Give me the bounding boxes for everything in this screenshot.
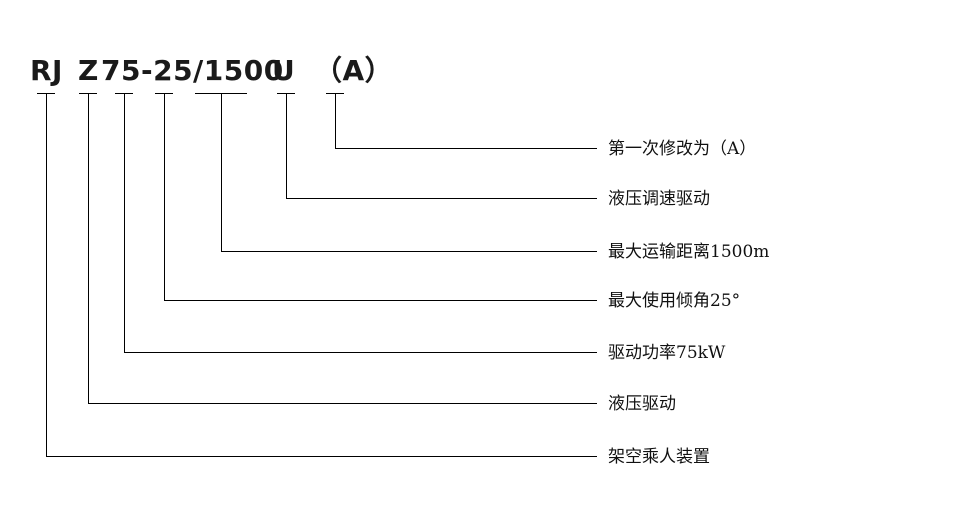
vertical-line	[46, 93, 48, 457]
model-code-segment: U	[272, 54, 296, 87]
connector-line	[46, 456, 597, 458]
connector-line	[124, 352, 597, 354]
connector-line	[221, 251, 597, 253]
model-code-segment: 75-25/1500	[101, 54, 284, 87]
model-code-segment: RJ	[30, 54, 63, 87]
model-code-segment: Z	[78, 54, 99, 87]
entry-label: 驱动功率75kW	[608, 343, 726, 363]
entry-label: 最大使用倾角25°	[608, 291, 741, 311]
vertical-line	[335, 93, 337, 149]
entry-label: 液压驱动	[608, 394, 676, 414]
vertical-line	[164, 93, 166, 301]
connector-line	[286, 198, 597, 200]
vertical-line	[286, 93, 288, 199]
connector-line	[88, 403, 597, 405]
entry-label: 架空乘人装置	[608, 447, 710, 467]
connector-line	[335, 148, 597, 150]
vertical-line	[221, 93, 223, 252]
model-code-segment: （A）	[314, 54, 394, 87]
entry-label: 液压调速驱动	[608, 189, 710, 209]
entry-label: 第一次修改为（A）	[608, 139, 757, 159]
vertical-line	[88, 93, 90, 404]
entry-label: 最大运输距离1500m	[608, 242, 770, 262]
connector-line	[164, 300, 597, 302]
vertical-line	[124, 93, 126, 353]
